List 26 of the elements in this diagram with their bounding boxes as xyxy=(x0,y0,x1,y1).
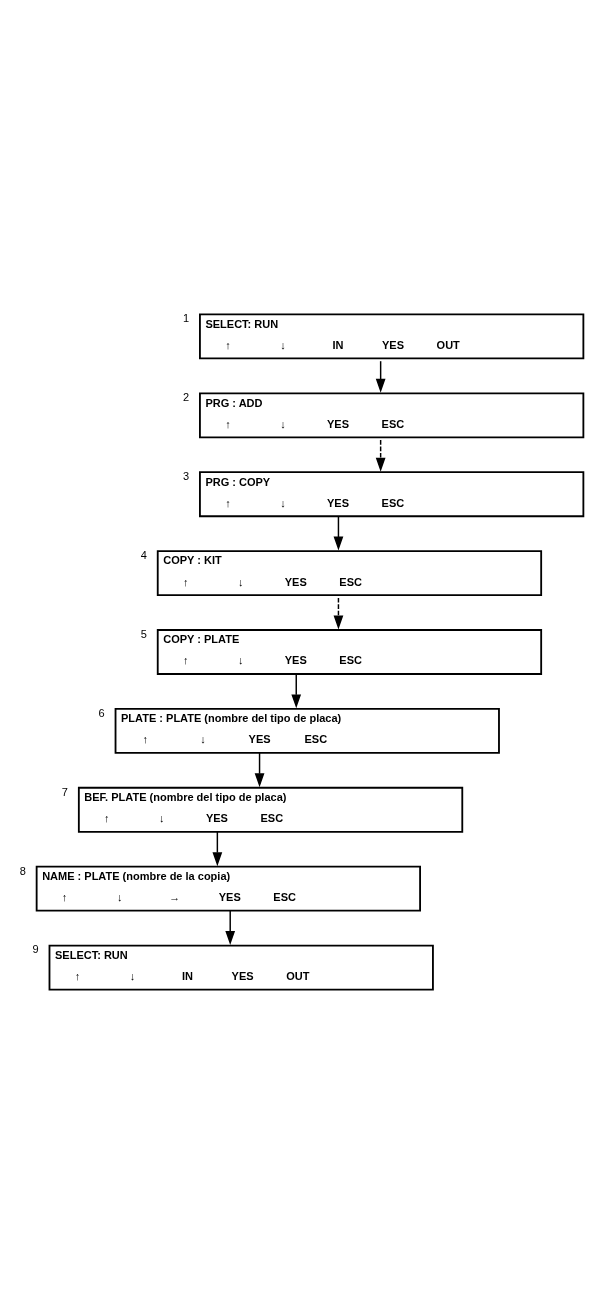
node-label: 8 xyxy=(19,864,26,877)
arrow xyxy=(254,752,265,788)
node-box: PRG : COPY ↑ ↓ YES ESC xyxy=(199,471,585,518)
node-box: COPY : KIT ↑ ↓ YES ESC xyxy=(156,550,543,597)
node-box: SELECT: RUN ↑ ↓ IN YES OUT xyxy=(199,313,585,360)
arrow xyxy=(291,673,302,709)
node-box: PRG : ADD ↑ ↓ YES ESC xyxy=(199,392,585,439)
arrow xyxy=(375,439,386,472)
node-label: 2 xyxy=(182,391,190,404)
arrow xyxy=(212,831,223,867)
node-box: SELECT: RUN ↑ ↓ IN YES OUT xyxy=(48,944,434,991)
node-box: PLATE : PLATE (nombre del tipo de placa) ↑ ↓ YES ESC xyxy=(114,707,500,754)
node-label: 1 xyxy=(182,312,190,325)
node-box: COPY : PLATE ↑ ↓ YES ESC xyxy=(156,629,543,675)
arrow xyxy=(375,360,386,393)
node-label: 5 xyxy=(140,627,147,640)
arrow xyxy=(225,909,236,945)
node-box: NAME : PLATE (nombre de la copia) ↑ ↓ → YES ESC xyxy=(35,865,421,912)
arrow xyxy=(333,515,344,551)
node-box: BEF. PLATE (nombre del tipo de placa) ↑ ↓ YES ESC xyxy=(77,786,464,833)
node-label: 4 xyxy=(140,548,147,561)
arrow xyxy=(333,597,344,630)
node-label: 6 xyxy=(98,706,105,719)
node-label: 9 xyxy=(32,943,39,956)
node-label: 3 xyxy=(182,470,190,483)
node-label: 7 xyxy=(61,785,68,798)
